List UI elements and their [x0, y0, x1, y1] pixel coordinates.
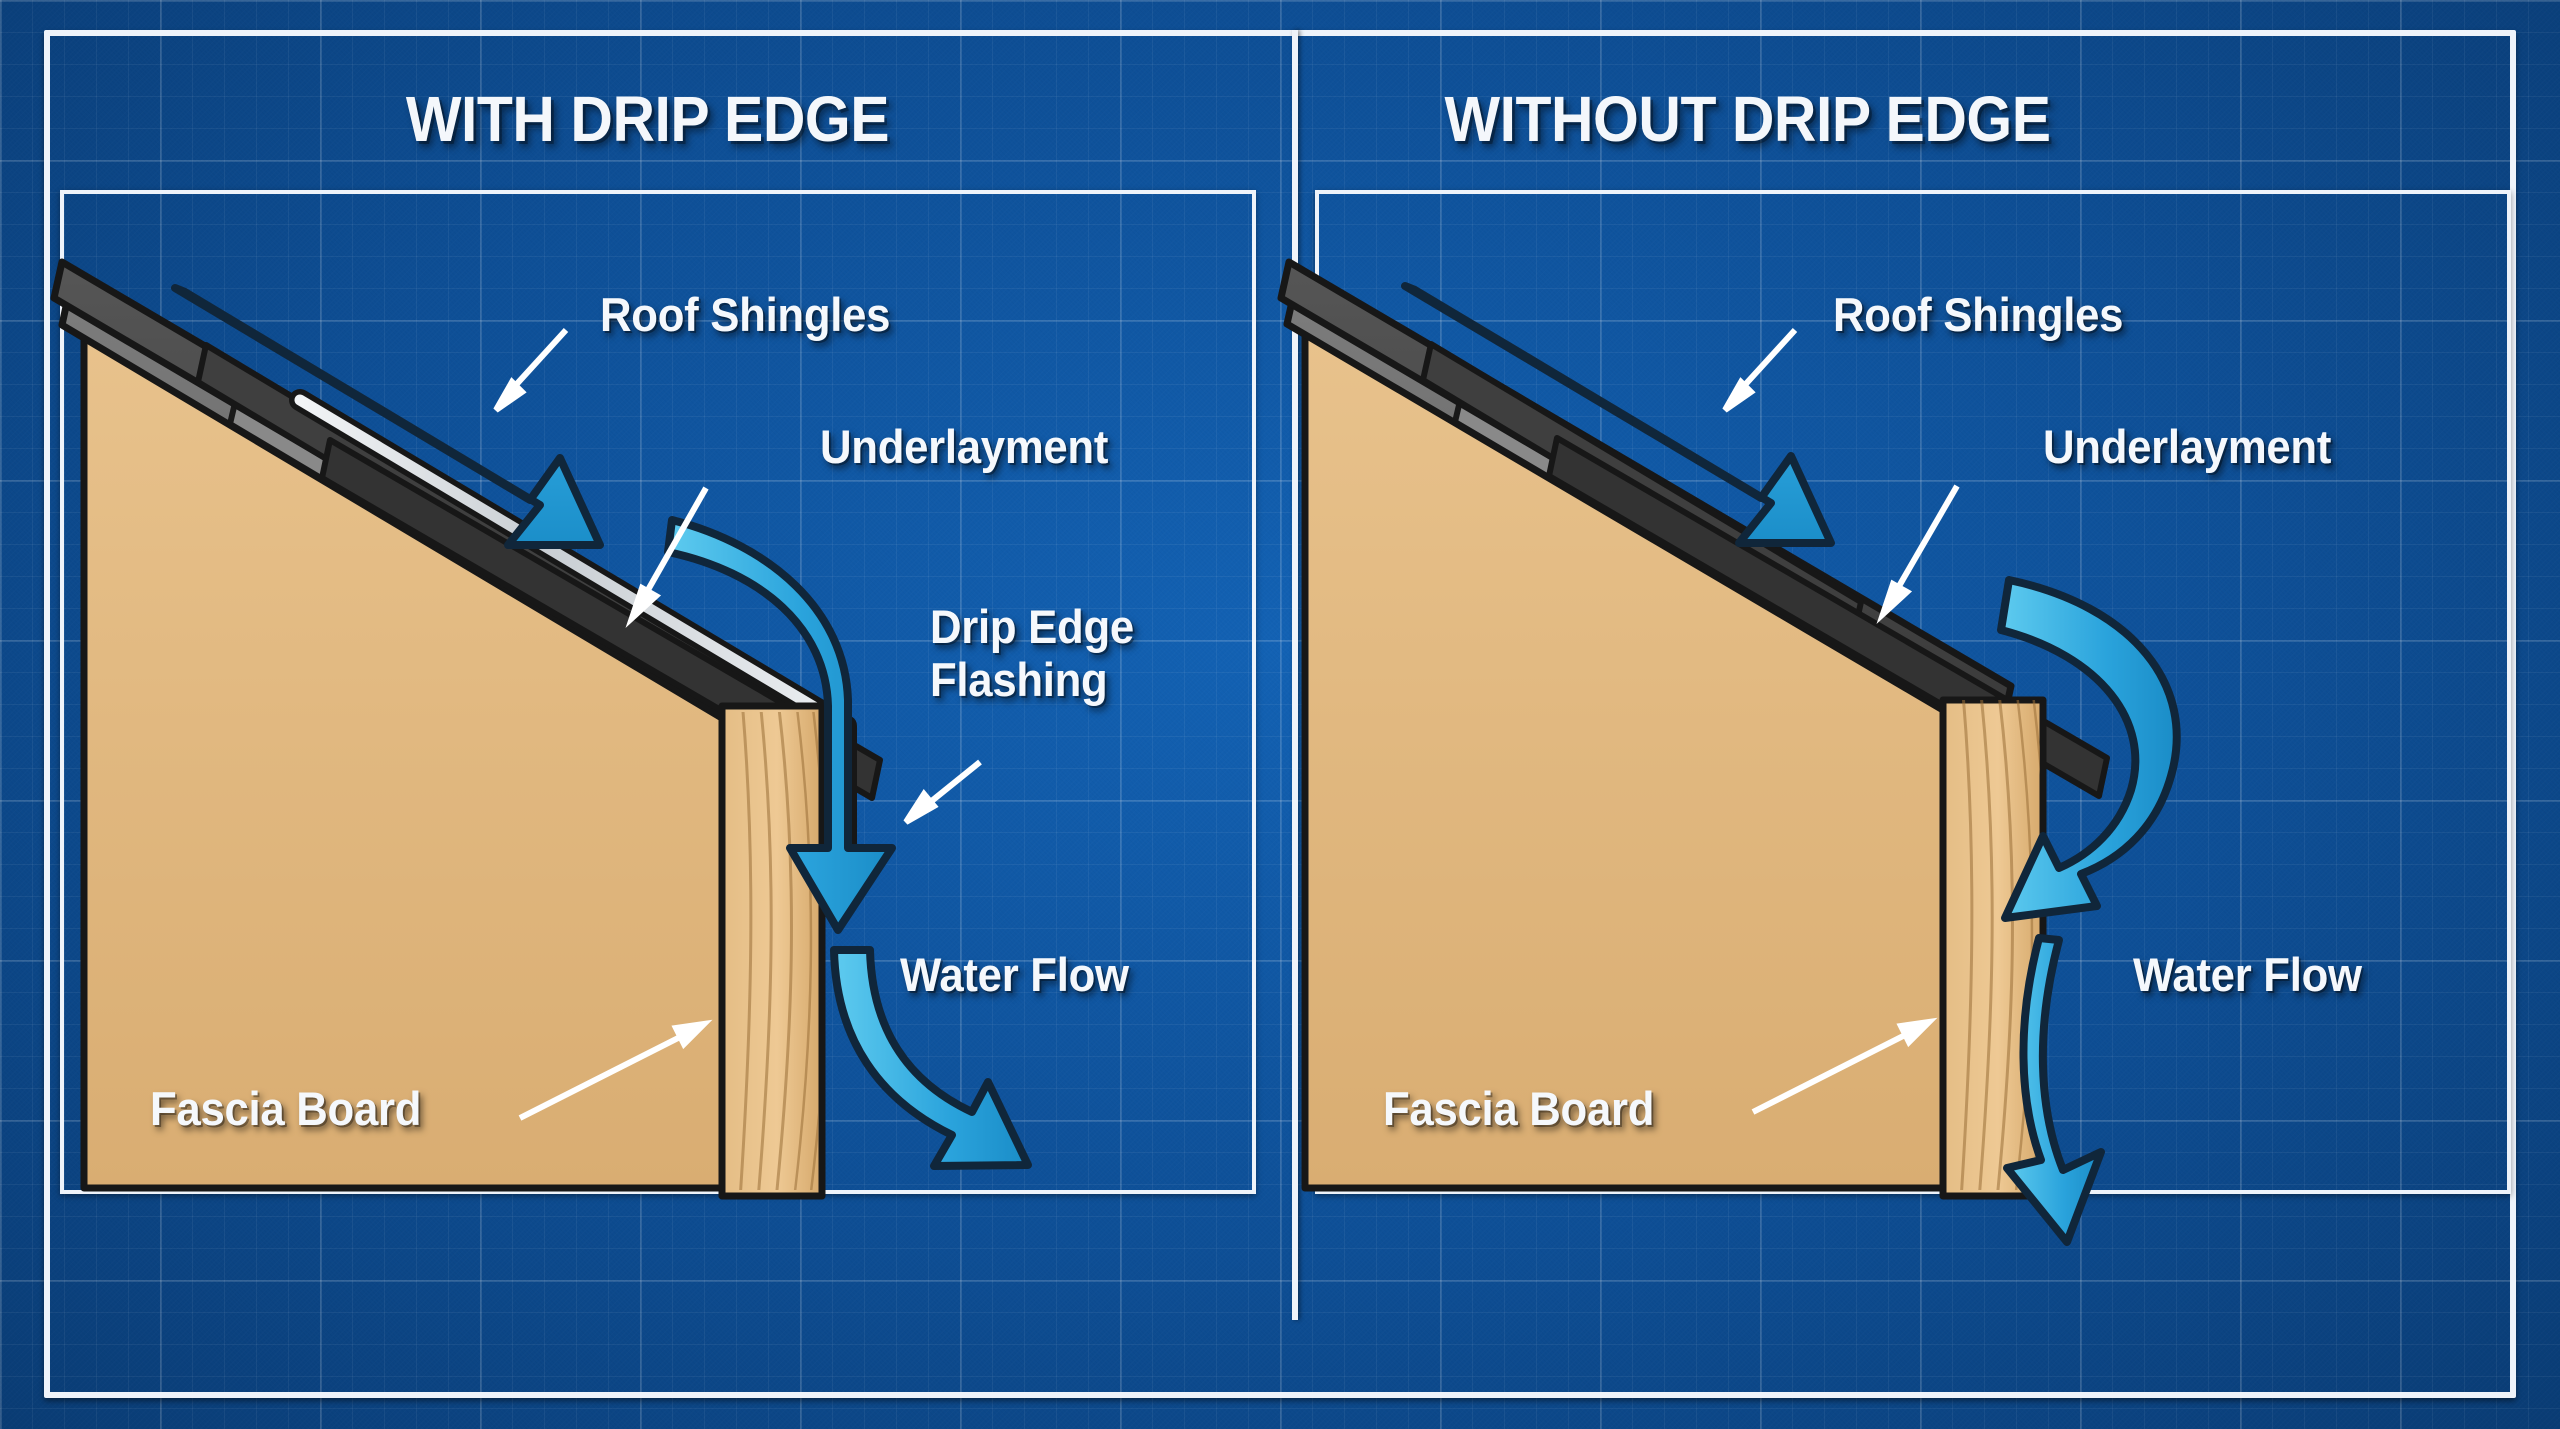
- leader-lines: [493, 327, 982, 1121]
- panel-title-without-drip-edge: WITHOUT DRIP EDGE: [1444, 83, 2051, 155]
- leader-roof-shingles: [493, 327, 569, 413]
- roof-deck-body: [1293, 318, 1983, 1192]
- leader-underlayment: [625, 486, 709, 629]
- fascia-board: [718, 702, 826, 1200]
- panel-inner-border-left: [60, 190, 1256, 1194]
- fascia-board: [1939, 696, 2047, 1200]
- leader-underlayment: [1876, 484, 1960, 625]
- water-flow-arrow-roof: [171, 284, 604, 549]
- water-flow-arrow-dripedge: [664, 516, 896, 934]
- panel-title-with-drip-edge: WITH DRIP EDGE: [405, 83, 890, 155]
- water-flow-arrow-wraps-under: [1997, 576, 2181, 922]
- leader-fascia-board: [1751, 1017, 1938, 1115]
- outer-frame-border: [44, 30, 2516, 1398]
- water-flow-arrow-away: [830, 946, 1032, 1170]
- panel-without-drip-edge: WITHOUT DRIP EDGE: [1277, 0, 2560, 1429]
- water-flow-arrow-down-fascia: [2003, 934, 2105, 1246]
- leader-lines: [1722, 327, 1960, 1115]
- wood-grain: [738, 712, 818, 1190]
- leader-fascia-board: [518, 1019, 713, 1121]
- roof-deck-body: [80, 326, 752, 1192]
- water-flow-arrow-roof: [1401, 282, 1835, 547]
- panel-divider: [1292, 30, 1298, 1320]
- roof-assembly-with-drip-edge: [50, 258, 1032, 1200]
- roof-assembly-without-drip-edge: [1277, 258, 2181, 1246]
- leader-drip-edge: [903, 759, 982, 825]
- leader-roof-shingles: [1722, 327, 1798, 413]
- panel-with-drip-edge: WITH DRIP EDGE: [50, 83, 1256, 1200]
